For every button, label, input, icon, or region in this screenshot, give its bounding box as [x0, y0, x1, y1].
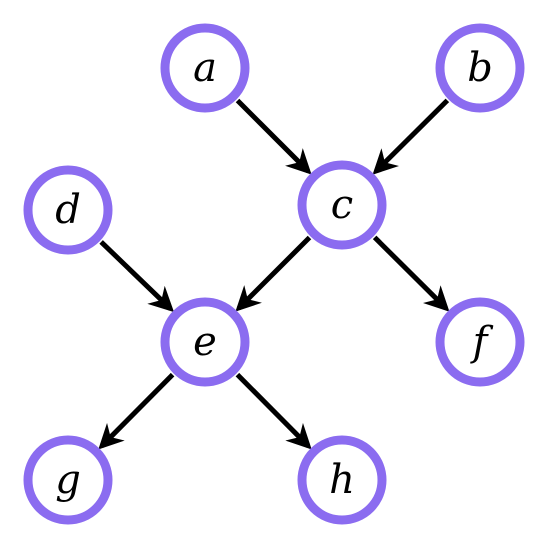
- node-circle-d: [23, 165, 113, 255]
- node-label-g: g: [55, 457, 81, 503]
- node-circle-g: [23, 435, 113, 525]
- node-circle-a: [160, 23, 250, 113]
- edge-a-to-c: [235, 98, 312, 175]
- node-circle-f: [435, 297, 525, 387]
- node-a: a: [160, 23, 250, 113]
- node-label-d: d: [55, 187, 81, 233]
- node-label-b: b: [467, 45, 493, 91]
- nodes: a b c d e f g h: [23, 23, 525, 525]
- node-h: h: [297, 435, 387, 525]
- node-c: c: [297, 160, 387, 250]
- node-label-c: c: [331, 182, 353, 228]
- edge-b-to-c: [372, 98, 450, 175]
- node-circle-h: [297, 435, 387, 525]
- edge-c-to-f: [372, 235, 450, 312]
- edges: [98, 98, 450, 450]
- node-circle-c: [297, 160, 387, 250]
- edge-c-to-e: [235, 235, 312, 312]
- node-circle-b: [435, 23, 525, 113]
- node-label-a: a: [193, 45, 217, 91]
- node-e: e: [160, 297, 250, 387]
- node-label-e: e: [193, 319, 217, 365]
- node-g: g: [23, 435, 113, 525]
- node-f: f: [435, 297, 525, 387]
- edge-e-to-g: [98, 372, 175, 450]
- node-circle-e: [160, 297, 250, 387]
- node-label-h: h: [329, 457, 355, 503]
- edge-d-to-e: [99, 240, 175, 313]
- node-b: b: [435, 23, 525, 113]
- edge-e-to-h: [235, 372, 312, 450]
- node-d: d: [23, 165, 113, 255]
